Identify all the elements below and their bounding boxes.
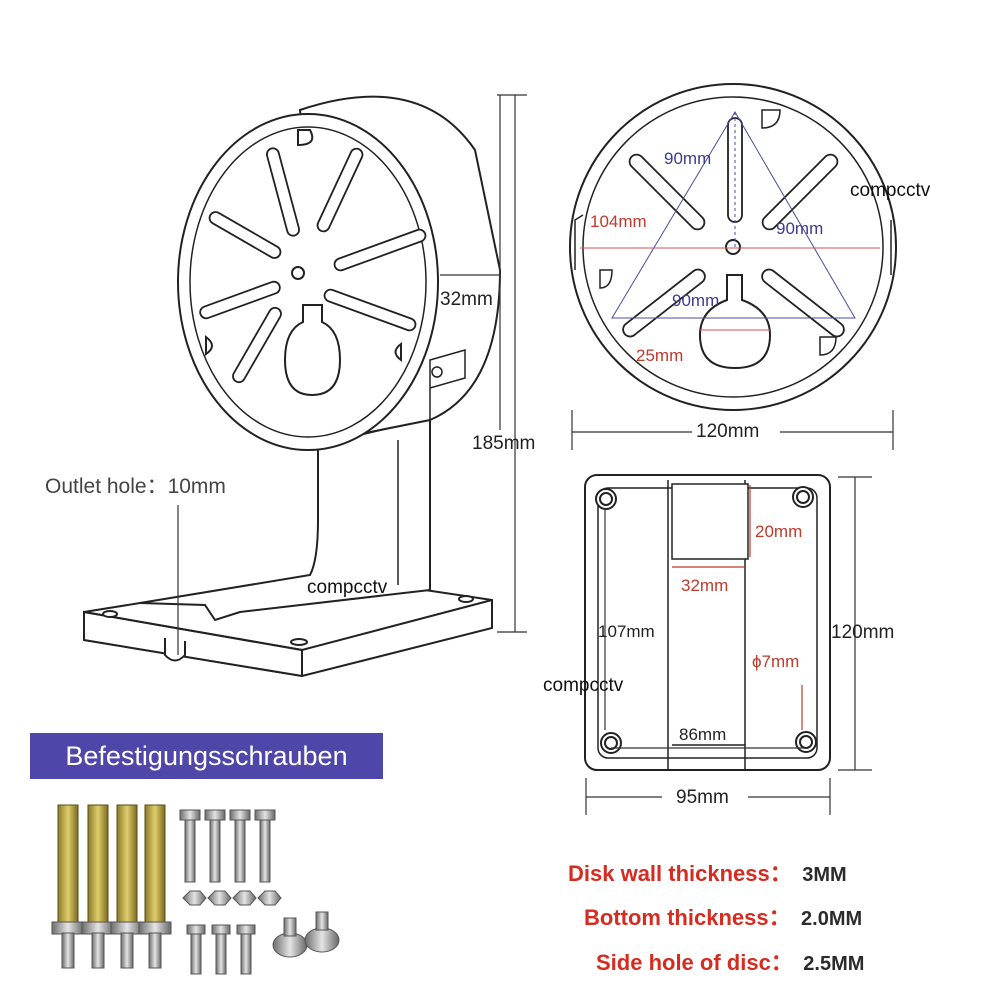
hole-spacing-label: 86mm: [679, 725, 727, 744]
machine-screws: [179, 809, 276, 883]
disc-diameter-label: 120mm: [696, 421, 760, 442]
side-dimension-lines: [177, 94, 527, 655]
flange-screws: [272, 911, 340, 958]
outer-height-label: 120mm: [831, 622, 895, 643]
front-view-disc: [569, 83, 897, 411]
spec-row-side-hole: Side hole of disc： 2.5MM: [596, 945, 864, 977]
spacing-top-label: 90mm: [664, 149, 712, 168]
spec-value: 3MM: [802, 864, 847, 886]
slot-width-label: 32mm: [681, 576, 729, 595]
slot-span-label: 104mm: [590, 212, 647, 231]
inner-height-label: 107mm: [598, 622, 655, 641]
spec-row-bottom-thickness: Bottom thickness： 2.0MM: [584, 900, 862, 932]
spec-key: Side hole of disc：: [596, 950, 793, 975]
side-height-label: 185mm: [472, 433, 536, 454]
spacing-bottom-label: 90mm: [672, 291, 720, 310]
expansion-anchors: [51, 804, 172, 969]
spacing-right-label: 90mm: [776, 219, 824, 238]
base-width-label: 95mm: [676, 787, 729, 808]
side-view-bracket: [83, 95, 502, 678]
mount-hole-label: ϕ7mm: [752, 652, 800, 671]
spec-value: 2.5MM: [803, 953, 865, 975]
front-watermark: compcctv: [850, 180, 931, 201]
outlet-hole-label: Outlet hole：10mm: [45, 475, 226, 498]
base-dimension-lines: [585, 476, 872, 815]
base-red-lines: [672, 485, 803, 730]
base-plate-view: [584, 474, 831, 771]
front-dimension-lines: [571, 410, 894, 450]
spec-key: Bottom thickness：: [584, 905, 791, 930]
slot-height-label: 20mm: [755, 522, 803, 541]
hex-nuts: [182, 890, 282, 906]
spec-value: 2.0MM: [801, 908, 863, 930]
base-watermark: compcctv: [543, 675, 624, 696]
spec-key: Disk wall thickness：: [568, 861, 792, 886]
spec-row-wall-thickness: Disk wall thickness： 3MM: [568, 856, 847, 888]
fixing-screws-banner: Befestigungsschrauben: [30, 733, 383, 779]
center-hole-label: 25mm: [636, 346, 684, 365]
side-watermark: compcctv: [307, 577, 388, 598]
side-depth-label: 32mm: [440, 289, 493, 310]
front-construction-lines: [580, 111, 880, 331]
short-screws: [186, 924, 256, 975]
